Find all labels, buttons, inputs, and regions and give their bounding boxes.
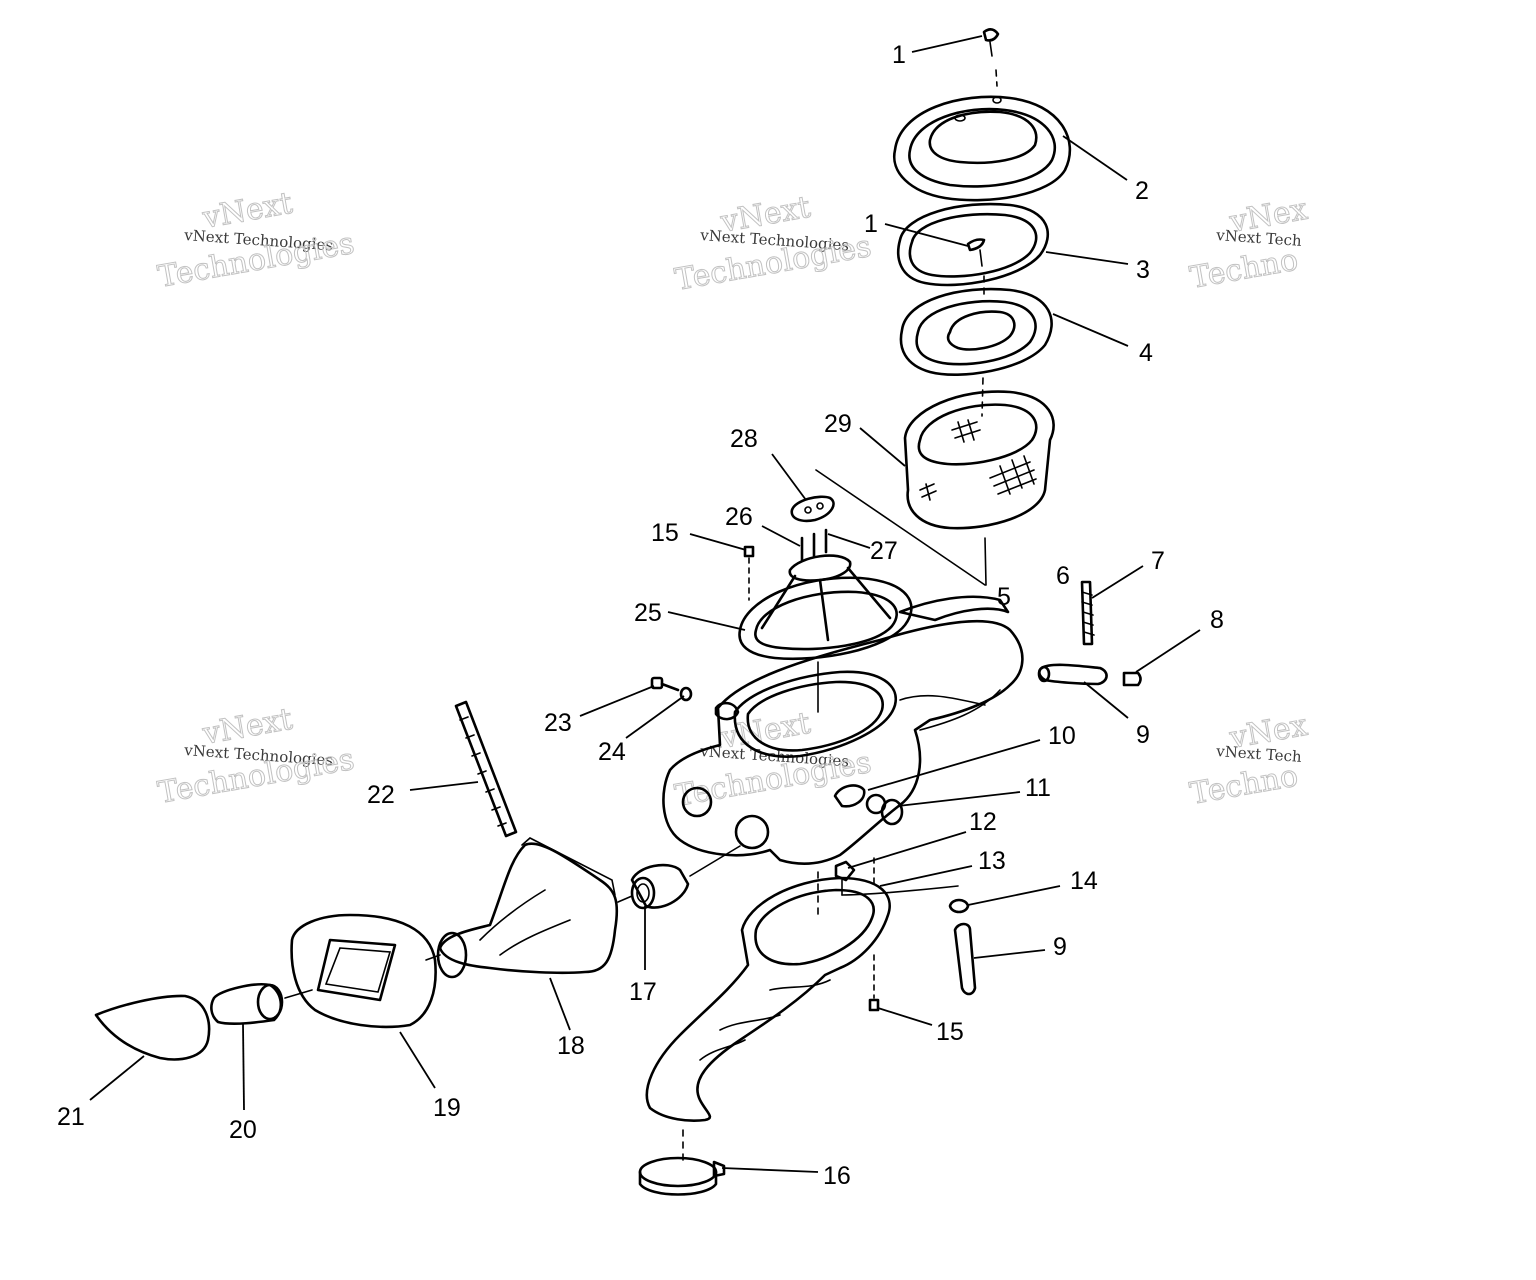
watermark-right-middle: vNex vNext Tech Techno xyxy=(1187,707,1311,812)
callout-labels: 1 2 1 3 4 29 28 26 15 27 7 5 6 8 25 9 23… xyxy=(57,41,1224,1190)
part-prefilter-ring-4 xyxy=(899,287,1053,376)
part-clamp-14 xyxy=(948,898,970,914)
callout-1: 1 xyxy=(892,41,906,69)
part-gasket-3 xyxy=(896,202,1049,287)
callout-20: 20 xyxy=(229,1116,257,1144)
part-fitting-12-13 xyxy=(817,857,959,919)
part-clamp-16 xyxy=(638,1129,726,1196)
part-intake-duct-lower xyxy=(645,876,891,1122)
part-mount-10-11 xyxy=(833,784,904,826)
svg-text:Techno: Techno xyxy=(1187,242,1300,295)
callout-10: 10 xyxy=(1048,722,1076,750)
callout-6: 6 xyxy=(1056,562,1070,590)
part-screw-15-lower xyxy=(868,954,880,1012)
callout-22: 22 xyxy=(367,781,395,809)
callout-1: 1 xyxy=(864,210,878,238)
watermark-center-middle: vNext vNext Technologies Technologies xyxy=(672,705,875,814)
part-stud-7 xyxy=(1080,580,1095,646)
part-intake-boot-18 xyxy=(436,837,619,979)
callout-19: 19 xyxy=(433,1094,461,1122)
callout-24: 24 xyxy=(598,738,626,766)
callout-15: 15 xyxy=(936,1018,964,1046)
callout-2: 2 xyxy=(1135,177,1149,205)
part-hose-9-lower xyxy=(953,922,977,996)
callout-17: 17 xyxy=(629,978,657,1006)
part-wing-nut-top xyxy=(982,28,1000,87)
part-bolt-23 xyxy=(650,676,680,692)
part-washer-24 xyxy=(679,686,693,702)
callout-11: 11 xyxy=(1025,774,1051,802)
callout-9: 9 xyxy=(1136,721,1150,749)
callout-21: 21 xyxy=(57,1103,85,1131)
callout-29: 29 xyxy=(824,410,852,438)
callout-4: 4 xyxy=(1139,339,1153,367)
callout-8: 8 xyxy=(1210,606,1224,634)
callout-12: 12 xyxy=(969,808,997,836)
part-studs-26-27 xyxy=(800,528,828,562)
part-screw-15-upper xyxy=(743,545,755,601)
callout-23: 23 xyxy=(544,709,572,737)
part-hose-9-upper xyxy=(1037,663,1108,686)
callout-28: 28 xyxy=(730,425,758,453)
callout-26: 26 xyxy=(725,503,753,531)
part-bracket-25 xyxy=(738,554,913,660)
callout-14: 14 xyxy=(1070,867,1098,895)
part-plate-28 xyxy=(790,495,835,523)
callout-16: 16 xyxy=(823,1162,851,1190)
callout-27: 27 xyxy=(870,537,898,565)
callout-9: 9 xyxy=(1053,933,1067,961)
leader-lines xyxy=(89,35,1201,1173)
watermark-left-middle: vNext vNext Technologies Technologies xyxy=(155,701,358,811)
callout-18: 18 xyxy=(557,1032,585,1060)
callout-3: 3 xyxy=(1136,256,1150,284)
callout-13: 13 xyxy=(978,847,1006,875)
svg-text:Techno: Techno xyxy=(1187,758,1300,811)
part-sleeve-17 xyxy=(617,845,741,910)
callout-25: 25 xyxy=(634,599,662,627)
part-cap-8 xyxy=(1122,671,1142,687)
watermark-right-top: vNex vNext Tech Techno xyxy=(1187,191,1311,296)
part-strap-22 xyxy=(454,700,518,838)
part-tube-20 xyxy=(210,983,313,1025)
part-top-cover xyxy=(892,95,1072,202)
part-inlet-cap-21 xyxy=(94,994,211,1061)
watermark-left-top: vNext vNext Technologies Technologies xyxy=(155,185,358,295)
callout-5: 5 xyxy=(997,583,1011,611)
callout-15: 15 xyxy=(651,519,679,547)
part-silencer-19 xyxy=(290,913,441,1029)
watermark-center-top: vNext vNext Technologies Technologies xyxy=(672,189,875,298)
callout-7: 7 xyxy=(1151,547,1165,575)
part-airbox-housing-5-6 xyxy=(662,469,1024,865)
part-filter-element-29 xyxy=(903,377,1055,530)
